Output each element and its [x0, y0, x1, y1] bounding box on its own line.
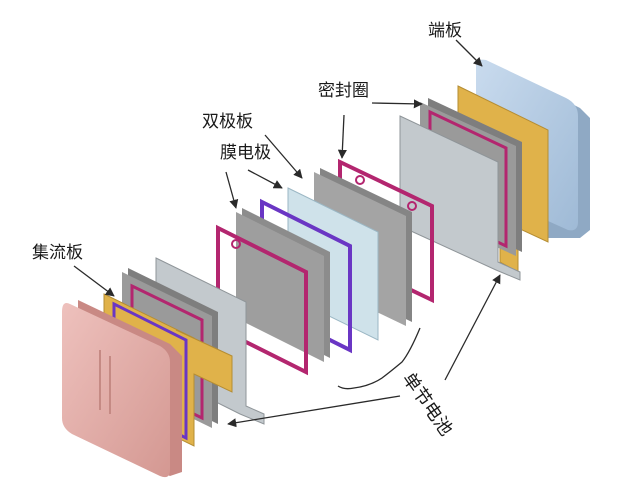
label-current-collector: 集流板 [32, 243, 83, 263]
left-end-plate [62, 300, 182, 478]
label-mea: 膜电极 [220, 143, 271, 163]
label-seal-ring: 密封圈 [318, 81, 369, 101]
label-single-cell: 单节电池 [398, 369, 456, 440]
label-bipolar-plate: 双极板 [202, 112, 253, 132]
callout-arrows [73, 39, 501, 428]
label-end-plate: 端板 [428, 21, 462, 41]
